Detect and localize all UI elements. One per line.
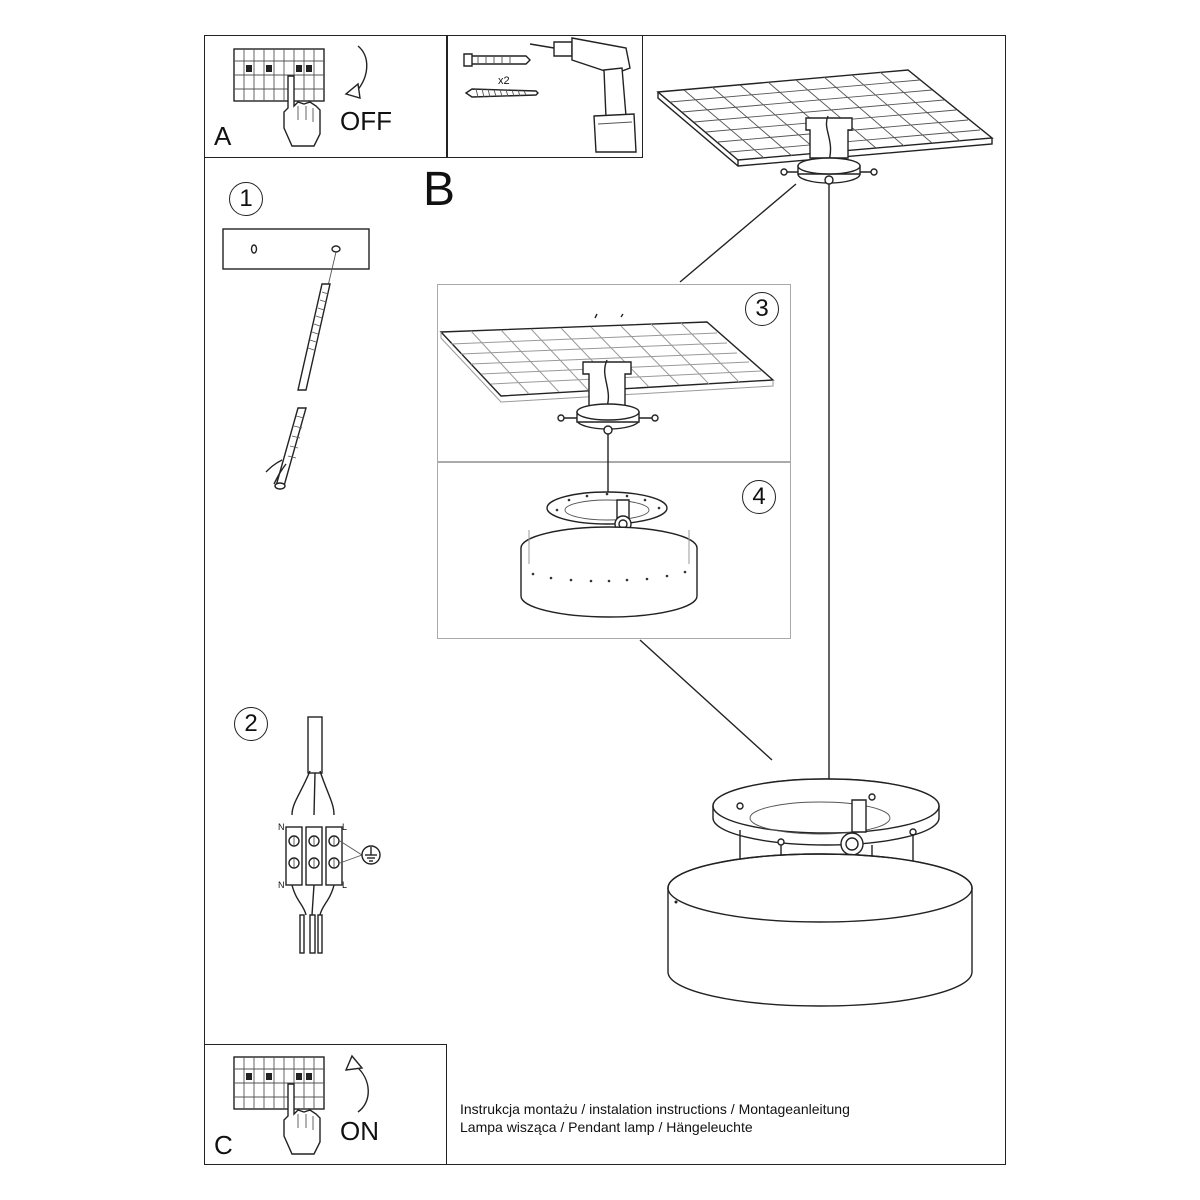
live-top-label: L [342, 822, 348, 832]
step-a-box [204, 35, 447, 158]
drill-icon [529, 37, 637, 153]
neutral-top-label: N [278, 822, 285, 832]
step-c-box [204, 1044, 447, 1165]
step-1-number: 1 [229, 182, 263, 216]
footer-product-title: Lampa wisząca / Pendant lamp / Hängeleuc… [460, 1119, 753, 1135]
quantity-label: x2 [498, 75, 510, 87]
step-2-number: 2 [234, 707, 268, 741]
ceiling-plate-drilling-diagram [222, 228, 370, 490]
hand-icon [283, 1083, 321, 1155]
detail-panel-4 [437, 462, 791, 639]
wiring-diagram [285, 716, 381, 954]
step-3-number: 3 [745, 292, 779, 326]
curved-arrow-icon [344, 45, 368, 99]
off-label: OFF [340, 106, 392, 136]
screw-icon [464, 88, 539, 98]
curved-arrow-icon [344, 1054, 369, 1113]
neutral-bottom-label: N [278, 880, 285, 890]
hand-icon [283, 75, 321, 147]
wall-plug-icon [463, 53, 531, 67]
step-4-number: 4 [742, 480, 776, 514]
fuse-box-icon [233, 48, 325, 102]
detail-ceiling-mount-diagram [439, 313, 775, 618]
on-label: ON [340, 1116, 379, 1146]
fuse-box-icon [233, 1056, 325, 1110]
step-b-label: B [423, 163, 456, 216]
live-bottom-label: L [342, 880, 348, 890]
step-c-label: C [214, 1130, 233, 1160]
detail-panel-3 [437, 284, 791, 462]
footer-instructions-title: Instrukcja montażu / instalation instruc… [460, 1101, 850, 1117]
step-a-label: A [214, 121, 232, 151]
